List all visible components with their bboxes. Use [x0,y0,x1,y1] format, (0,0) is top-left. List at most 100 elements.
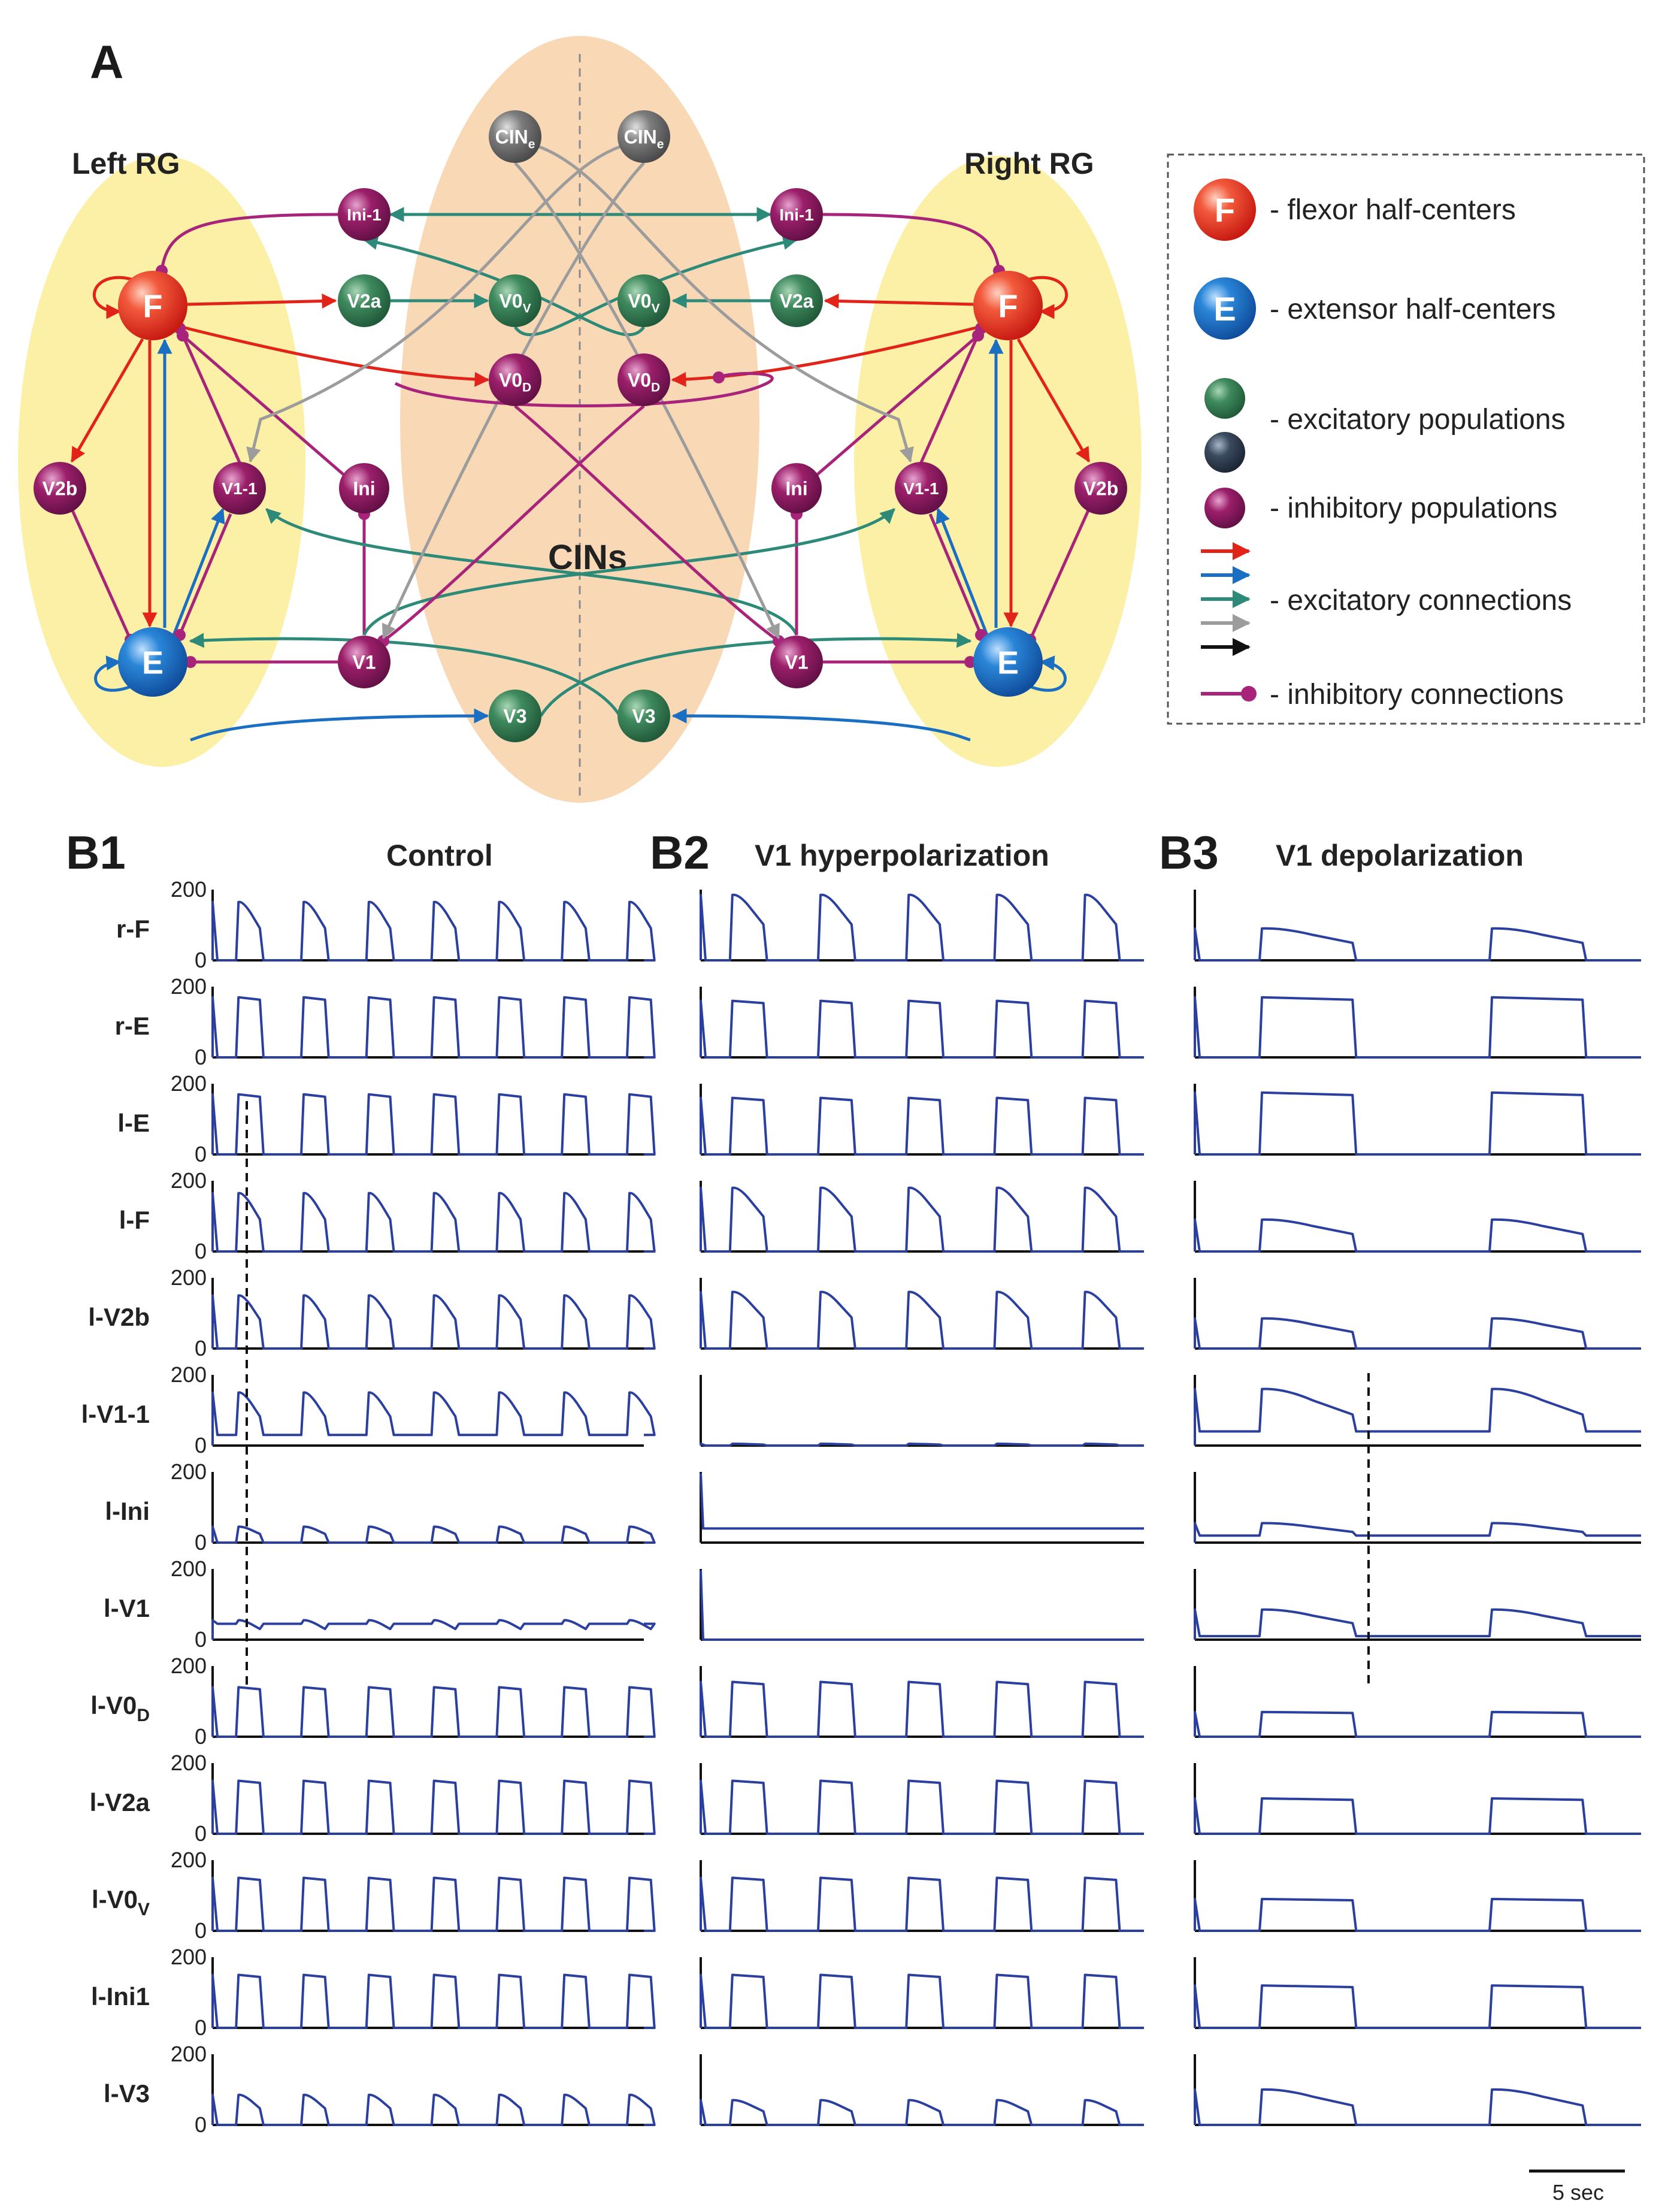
row-label-9: l-V2a [90,1788,150,1816]
ytick-0: 0 [195,1724,207,1749]
node-lV2b-circle [34,462,86,515]
trace-l-V1-1-B3 [1194,1375,1641,1447]
node-lF-circle [118,271,187,340]
legend-excitatory-text: - excitatory populations [1270,404,1566,436]
edge-lV0D-cross [394,371,774,407]
left-rg-label: Left RG [72,147,180,180]
legend-extensor-item: E - extensor half-centers [1194,277,1556,340]
trace-line [211,1619,656,1640]
legend-excitatory-connections-text: - excitatory connections [1270,585,1572,616]
left-rg-zone [18,156,305,767]
node-rF: F [973,271,1043,340]
row-label-12: l-V3 [104,2079,150,2108]
row-label-1: r-E [115,1012,150,1040]
trace-line [211,1391,656,1446]
node-rV11-circle [895,462,948,515]
node-rV0D-label: V0D [628,370,660,395]
ytick-0: 0 [195,1433,207,1458]
traces: 2000200020002000200020002000200020002000… [171,877,1641,2137]
edge-rF-rV2b [1016,338,1091,463]
edge-rE-rV3 [671,708,971,742]
trace-line [211,1686,656,1738]
legend-inhibitory-icon [1204,488,1245,528]
trace-line [700,1443,1144,1447]
node-rV2b: V2b [1074,462,1127,515]
node-lE-label: E [142,645,164,681]
node-lCINe: CINe [489,110,541,163]
connections [70,145,1091,742]
node-rV1-circle [770,636,823,688]
ytick-0: 0 [195,1627,207,1652]
node-rIni1: Ini-1 [770,188,823,241]
node-lE: E [118,627,187,697]
edge-rV3-lE [189,633,622,717]
node-lV11: V1-1 [213,462,266,515]
trace-l-V3-B2 [700,2054,1144,2126]
node-lCINe-circle [489,110,541,163]
panel-b3-title: V1 depolarization [1276,839,1524,872]
row-label-0: r-F [116,915,150,943]
legend-excitatory-connections-item: - excitatory connections [1201,542,1572,656]
node-rV2b-circle [1074,462,1127,515]
node-rE-label: E [997,645,1019,681]
trace-l-V0-B3 [1194,1666,1641,1738]
ytick-200: 200 [171,1945,207,1969]
node-rV0D-circle [617,353,670,406]
ytick-200: 200 [171,1750,207,1775]
trace-line [211,1876,656,1932]
ytick-0: 0 [195,1530,207,1555]
panel-b1-title: Control [386,839,493,872]
row-label-5: l-V1-1 [81,1400,150,1428]
trace-line [700,1876,1144,1932]
legend-extensor-letter: E [1213,290,1236,328]
node-rV2a: V2a [770,274,823,327]
node-lV2a-label: V2a [347,291,382,312]
right-rg-zone [854,156,1142,767]
node-lV0V-circle [489,274,541,327]
node-lE-circle [118,627,187,697]
ytick-200: 200 [171,2042,207,2066]
trace-line [700,1973,1144,2029]
row-label-10: l-V0V [92,1885,150,1919]
node-lIni-label: Ini [353,478,375,500]
node-lV0D-label: V0D [499,370,531,395]
node-rV2b-label: V2b [1083,478,1119,500]
edge-lV0D-rV1 [514,405,785,647]
legend-excitatory-item: - excitatory populations [1204,378,1566,473]
legend-inhibitory-text: - inhibitory populations [1270,492,1557,524]
trace-line [211,1294,656,1350]
node-rV3-circle [617,690,670,742]
trace-l-V2a-B2 [700,1763,1144,1835]
trace-line [1194,1317,1641,1350]
panel-b3-letter: B3 [1159,826,1219,879]
trace-l-V0-B2 [700,1860,1144,1932]
edge-lV2b-lE [70,508,137,646]
trace-line [1194,1897,1641,1932]
trace-line [1194,927,1641,962]
trace-line [211,2093,656,2126]
node-lV3-circle [489,690,541,742]
trace-l-Ini-B2 [700,1472,1144,1544]
panel-a-letter: A [90,35,123,88]
trace-line [700,2099,1144,2126]
edge-rCINe-lV11 [246,145,620,463]
node-lIni: Ini [339,463,389,513]
right-rg-label: Right RG [964,147,1094,180]
trace-line [700,1473,1144,1530]
ytick-0: 0 [195,2112,207,2137]
edge-lV11-lF [174,322,241,464]
trace-line [700,1096,1144,1156]
trace-line [211,1779,656,1835]
edge-rV0V-lIni1 [362,235,646,337]
legend-extensor-text: - extensor half-centers [1270,294,1556,325]
node-lV11-label: V1-1 [222,479,257,498]
node-rIni1-label: Ini-1 [779,205,814,224]
node-rV0V: V0V [617,274,670,327]
